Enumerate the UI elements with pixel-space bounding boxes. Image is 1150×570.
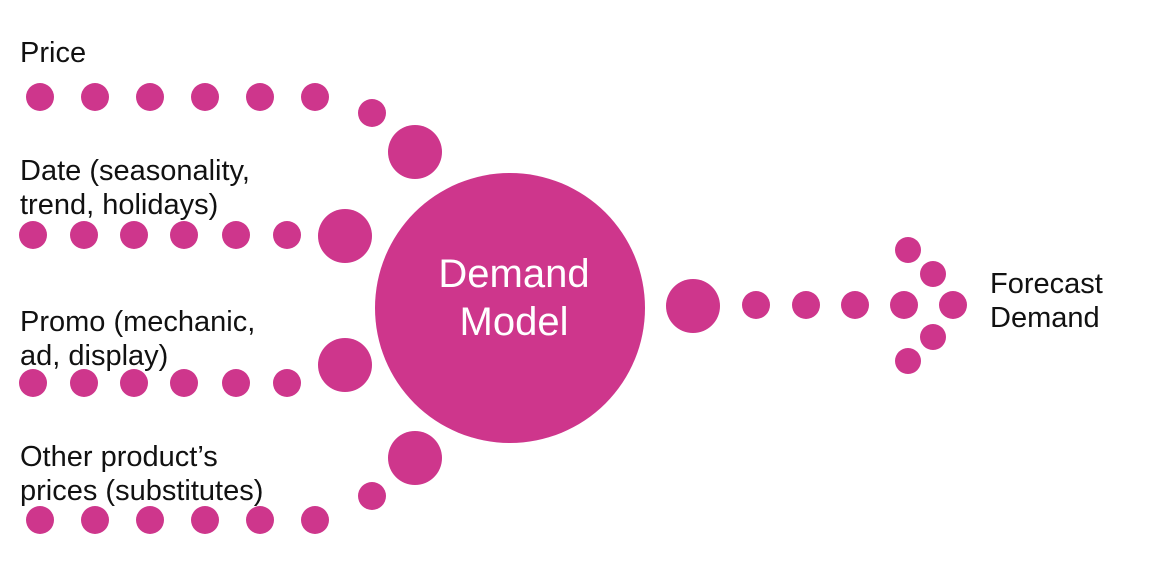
price-flow-dot <box>388 125 442 179</box>
price-flow-dot <box>358 99 386 127</box>
output-flow-dot <box>666 279 720 333</box>
price-flow-dot <box>136 83 164 111</box>
arrowhead-dot <box>895 237 921 263</box>
date-flow-dot <box>273 221 301 249</box>
promo-flow-dot <box>222 369 250 397</box>
arrowhead-dot <box>920 324 946 350</box>
substitutes-flow-dot <box>26 506 54 534</box>
promo-flow-dot <box>19 369 47 397</box>
price-flow-dot <box>26 83 54 111</box>
arrowhead-dot <box>939 291 967 319</box>
demand-model-circle <box>375 173 645 443</box>
substitutes-flow-dot <box>358 482 386 510</box>
substitutes-flow-dot <box>81 506 109 534</box>
input-label-promo: Promo (mechanic, ad, display) <box>20 306 256 372</box>
output-flow-dot <box>841 291 869 319</box>
output-label-forecast: Forecast Demand <box>990 268 1103 334</box>
date-flow-dot <box>170 221 198 249</box>
date-flow-dot <box>120 221 148 249</box>
price-flow-dot <box>246 83 274 111</box>
date-flow-dot <box>318 209 372 263</box>
output-flow-dot <box>742 291 770 319</box>
substitutes-flow-dot <box>388 431 442 485</box>
input-label-other-prices: Other product’s prices (substitutes) <box>20 441 264 507</box>
promo-flow-dot <box>318 338 372 392</box>
date-flow-dot <box>222 221 250 249</box>
substitutes-flow-dot <box>301 506 329 534</box>
input-label-price: Price <box>20 37 87 69</box>
promo-flow-dot <box>70 369 98 397</box>
arrowhead-dot <box>920 261 946 287</box>
date-flow-dot <box>19 221 47 249</box>
demand-model-line1: Demand <box>438 252 590 296</box>
promo-flow-dot <box>273 369 301 397</box>
substitutes-flow-dot <box>191 506 219 534</box>
substitutes-flow-dot <box>136 506 164 534</box>
arrowhead-dot <box>890 291 918 319</box>
date-flow-dot <box>70 221 98 249</box>
input-label-date: Date (seasonality, trend, holidays) <box>20 155 250 221</box>
price-flow-dot <box>191 83 219 111</box>
demand-model-label: Demand Model <box>382 250 646 346</box>
output-flow-dot <box>792 291 820 319</box>
demand-model-line2: Model <box>459 300 569 344</box>
price-flow-dot <box>301 83 329 111</box>
substitutes-flow-dot <box>246 506 274 534</box>
price-flow-dot <box>81 83 109 111</box>
promo-flow-dot <box>170 369 198 397</box>
promo-flow-dot <box>120 369 148 397</box>
arrowhead-dot <box>895 348 921 374</box>
